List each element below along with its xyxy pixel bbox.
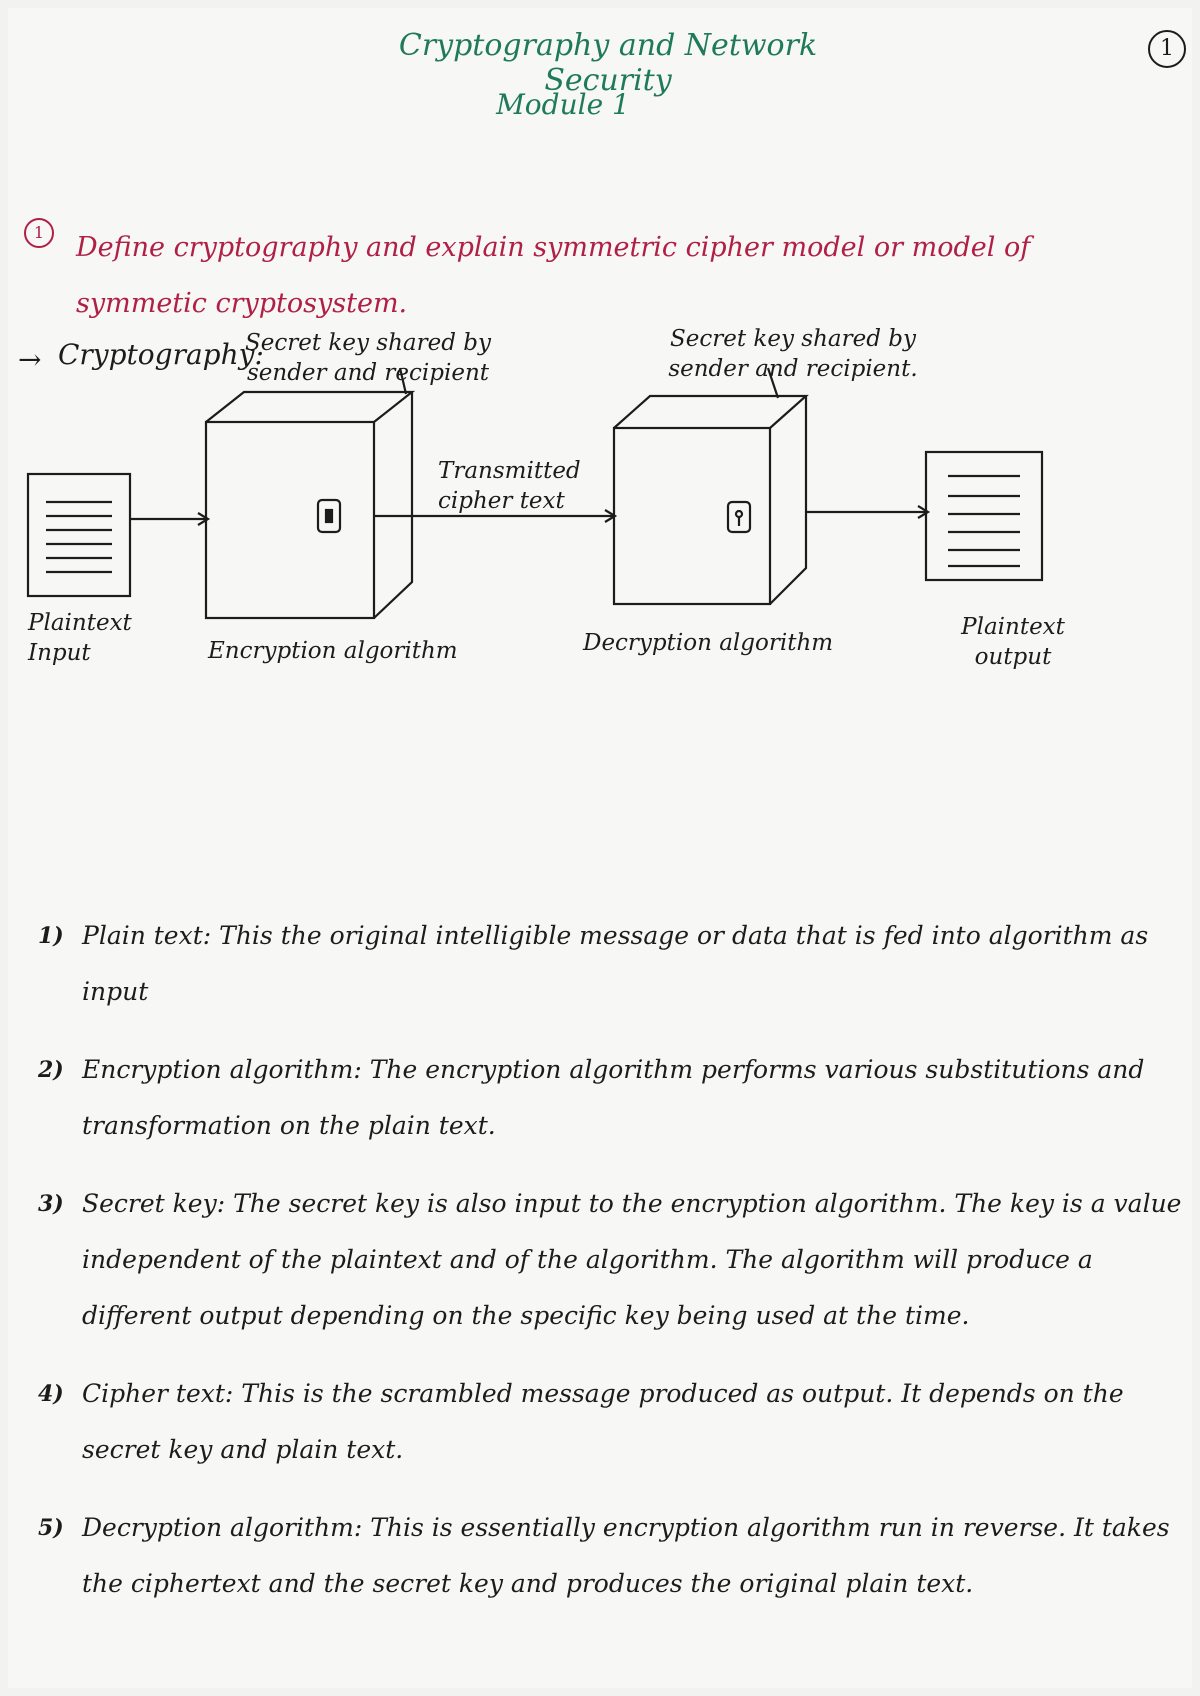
definitions-list: 1) Plain text: This the original intelli… — [38, 908, 1188, 1634]
item-text: This is essentially encryption algorithm… — [82, 1513, 1170, 1598]
encryption-box — [204, 390, 416, 620]
symmetric-cipher-diagram — [26, 367, 1044, 620]
item-term: Cipher text: — [82, 1379, 234, 1408]
output-text-lines-icon — [948, 474, 1020, 568]
notebook-page: Cryptography and Network Security Module… — [8, 8, 1192, 1688]
item-text: This is the scrambled message produced a… — [82, 1379, 1124, 1464]
item-number: 1) — [38, 923, 64, 949]
list-item: 4) Cipher text: This is the scrambled me… — [38, 1366, 1188, 1478]
transmitted-label: Transmitted cipher text — [438, 458, 581, 514]
decryption-label: Decryption algorithm — [583, 630, 834, 656]
encryption-label: Encryption algorithm — [208, 638, 458, 664]
item-term: Decryption algorithm: — [82, 1513, 363, 1542]
answer-label: Cryptography: — [58, 338, 264, 371]
encryption-lock-icon — [316, 498, 342, 534]
page-number: 1 — [1148, 30, 1186, 68]
item-term: Encryption algorithm: — [82, 1055, 362, 1084]
decryption-box — [612, 394, 809, 606]
item-number: 4) — [38, 1381, 64, 1407]
item-text: This the original intelligible message o… — [82, 921, 1149, 1006]
item-text: The secret key is also input to the encr… — [82, 1189, 1182, 1330]
key-pointer-left — [398, 367, 408, 395]
answer-arrow-icon: → — [18, 343, 42, 376]
plaintext-input-label: Plaintext Input — [28, 610, 132, 666]
item-text: The encryption algorithm performs variou… — [82, 1055, 1145, 1140]
item-number: 2) — [38, 1057, 64, 1083]
list-item: 5) Decryption algorithm: This is essenti… — [38, 1500, 1188, 1612]
list-item: 2) Encryption algorithm: The encryption … — [38, 1042, 1188, 1154]
input-text-lines-icon — [46, 500, 112, 574]
key-label-right: Secret key shared by sender and recipien… — [668, 326, 918, 382]
question-text: Define cryptography and explain symmetri… — [76, 232, 1031, 319]
decryption-lock-icon — [726, 500, 752, 534]
module-heading: Module 1 — [496, 88, 630, 121]
item-term: Plain text: — [82, 921, 212, 950]
plaintext-output-document-icon — [924, 450, 1044, 582]
key-label-left: Secret key shared by sender and recipien… — [245, 330, 491, 386]
plaintext-input-document-icon — [26, 472, 132, 598]
plaintext-output-label: Plaintext output — [961, 614, 1065, 670]
question-number: 1 — [24, 218, 54, 248]
key-pointer-right — [766, 367, 780, 399]
list-item: 3) Secret key: The secret key is also in… — [38, 1176, 1188, 1344]
list-item: 1) Plain text: This the original intelli… — [38, 908, 1188, 1020]
item-number: 5) — [38, 1515, 64, 1541]
page-title: Cryptography and Network Security — [398, 28, 818, 98]
item-term: Secret key: — [82, 1189, 226, 1218]
item-number: 3) — [38, 1191, 64, 1217]
